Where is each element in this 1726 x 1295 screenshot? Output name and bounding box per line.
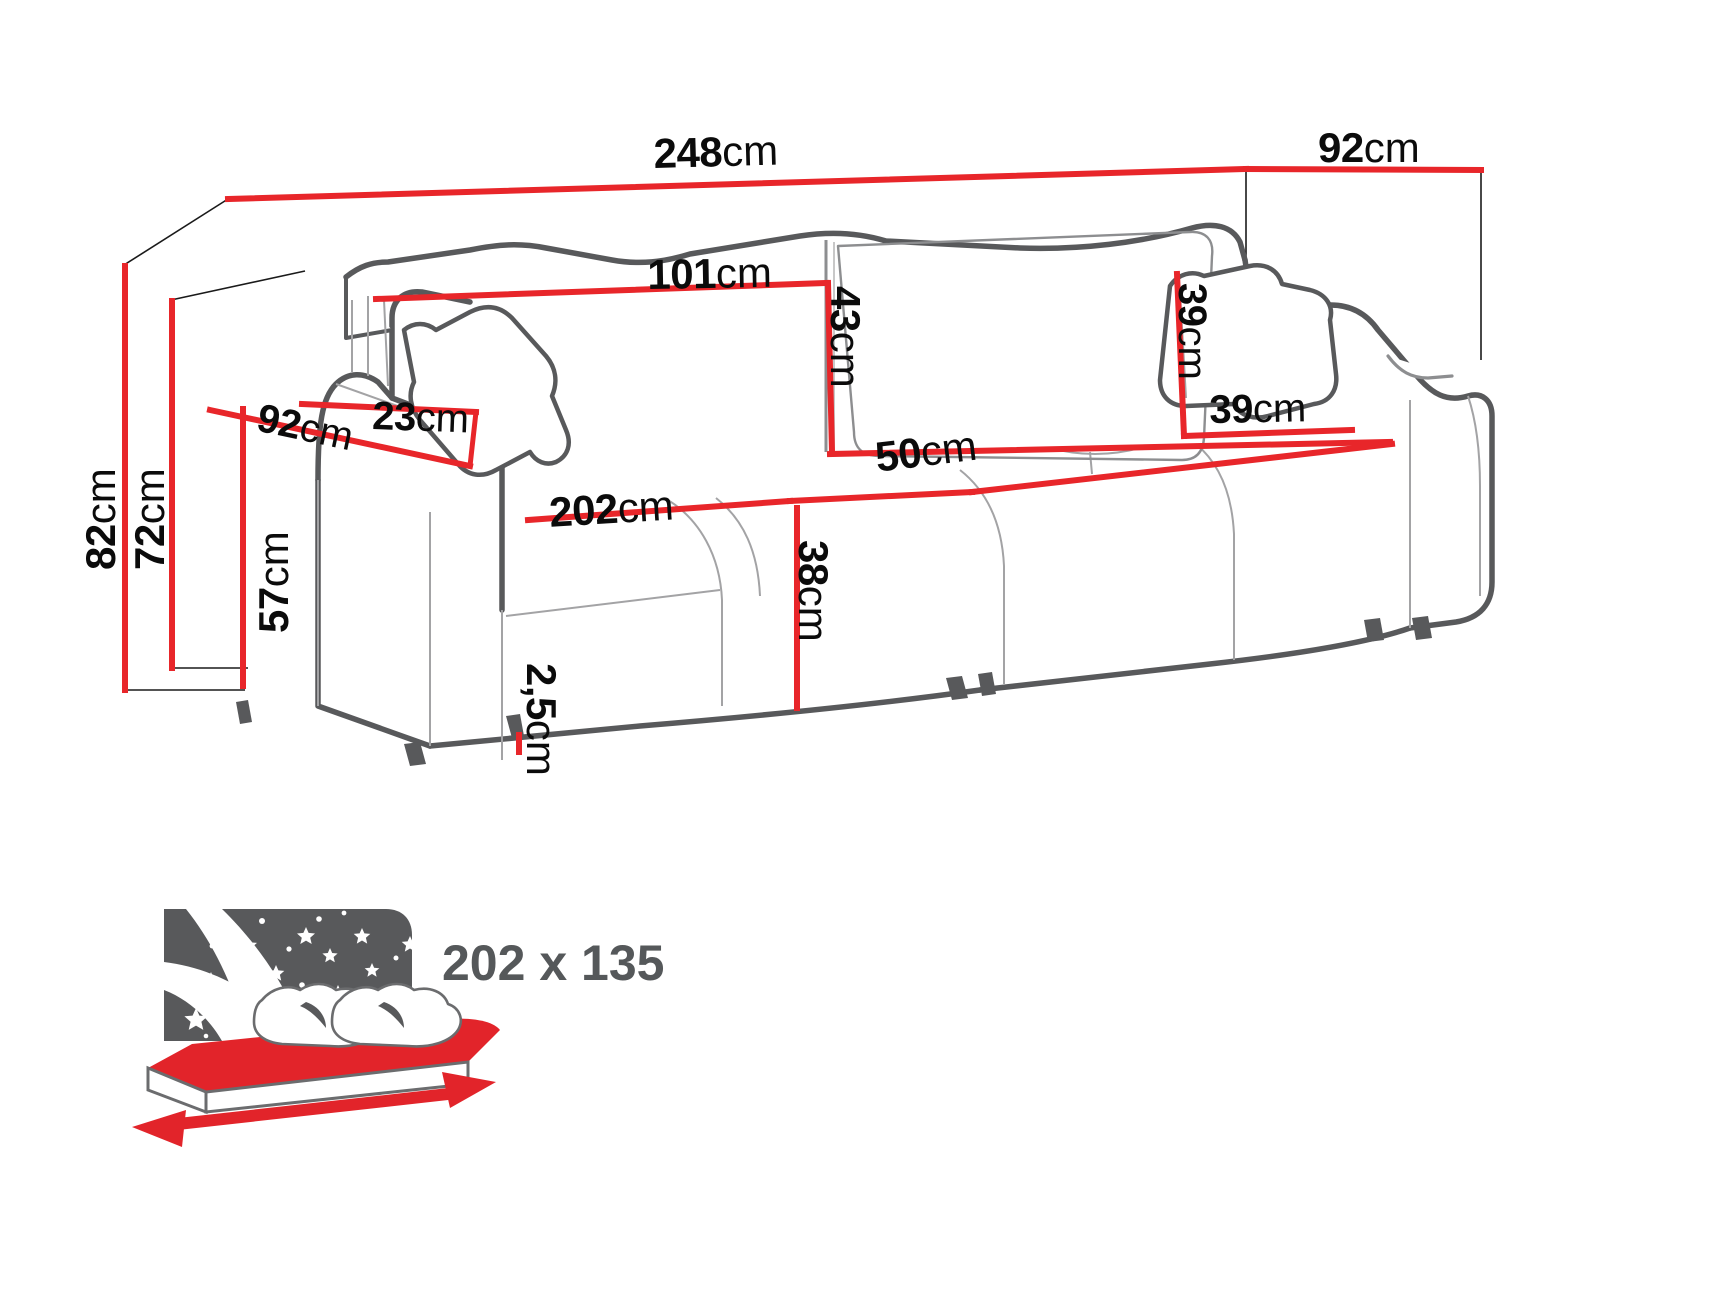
dimline-pillow-width xyxy=(1180,426,1356,440)
dimline-total-width xyxy=(224,165,1250,203)
label-pillow-width-value: 39 xyxy=(1208,387,1254,432)
label-total-width-unit: cm xyxy=(721,126,779,176)
dimline-armrest-width-tick xyxy=(467,409,479,469)
label-pillow-height-value: 39 xyxy=(1170,283,1214,327)
label-seat-width-unit: cm xyxy=(616,481,676,532)
label-total-height: 82cm xyxy=(77,468,124,570)
label-seat-height: 38cm xyxy=(790,540,837,642)
label-backrest-height: 43cm xyxy=(822,286,869,388)
leg-front-right xyxy=(946,676,968,700)
leg-right-b xyxy=(1412,616,1432,640)
label-total-height-unit: cm xyxy=(77,468,124,525)
label-armrest-width: 23cm xyxy=(371,394,470,442)
label-leg-height-unit: cm xyxy=(518,719,565,776)
label-total-depth-value: 92 xyxy=(1318,124,1364,171)
label-total-width: 248cm xyxy=(652,126,779,177)
bed-icon-pillows xyxy=(252,982,462,1048)
label-sleeping-area: 202 x 135 xyxy=(442,938,664,988)
dimline-seat-depth-top xyxy=(826,438,1394,458)
label-backrest-width-value: 101 xyxy=(646,249,717,298)
label-backrest-width: 101cm xyxy=(646,248,773,298)
label-backrest-height-value: 43 xyxy=(822,286,869,332)
label-seat-height-value: 38 xyxy=(790,540,837,586)
label-pillow-height: 39cm xyxy=(1170,283,1214,380)
dimline-seat-width-left xyxy=(524,497,794,524)
label-armrest-height-unit: cm xyxy=(250,531,297,588)
dimline-backrest-width xyxy=(372,279,830,303)
dimline-armrest-width xyxy=(298,400,480,416)
dimline-seat-depth xyxy=(968,440,1396,496)
back-cushion xyxy=(836,230,1214,462)
label-backrest-top-height-unit: cm xyxy=(126,468,173,525)
bed-icon-dimension-arrow xyxy=(132,1072,496,1147)
dimline-backrest-height xyxy=(824,279,836,456)
dimline-seat-width-mid xyxy=(786,488,976,505)
label-total-depth: 92cm xyxy=(1318,127,1420,169)
dimension-lines xyxy=(122,165,1485,755)
label-seat-width-value: 202 xyxy=(547,484,620,536)
dimline-total-depth xyxy=(1242,165,1485,174)
label-sleeping-area-value: 202 x 135 xyxy=(442,935,665,991)
label-leg-height-value: 2,5 xyxy=(518,663,565,720)
dimline-pillow-height xyxy=(1173,270,1188,440)
label-armrest-height-value: 57 xyxy=(250,587,297,633)
label-backrest-width-unit: cm xyxy=(715,248,773,297)
leg-back-left xyxy=(236,700,252,724)
leg-right-a xyxy=(1364,618,1384,642)
dimline-armrest-depth xyxy=(206,406,474,470)
bed-icon-pillow-creases xyxy=(300,1002,404,1028)
label-seat-width: 202cm xyxy=(547,481,676,536)
label-backrest-height-unit: cm xyxy=(822,331,869,388)
label-backrest-top-height: 72cm xyxy=(126,468,173,570)
label-pillow-width: 39cm xyxy=(1208,386,1307,432)
leg-front-right-2 xyxy=(978,672,996,696)
label-pillow-height-unit: cm xyxy=(1170,326,1214,380)
label-total-height-value: 82 xyxy=(77,524,124,570)
label-seat-depth-value: 50 xyxy=(872,428,924,481)
label-total-depth-unit: cm xyxy=(1363,124,1420,171)
label-total-width-value: 248 xyxy=(652,128,723,177)
label-backrest-top-height-value: 72 xyxy=(126,524,173,570)
label-leg-height: 2,5cm xyxy=(518,663,565,776)
label-armrest-width-unit: cm xyxy=(415,395,470,442)
label-pillow-width-unit: cm xyxy=(1252,386,1307,432)
bed-icon xyxy=(132,909,500,1147)
label-seat-height-unit: cm xyxy=(790,585,837,642)
leg-front-left xyxy=(404,742,426,766)
label-seat-depth-unit: cm xyxy=(918,421,980,476)
label-armrest-width-value: 23 xyxy=(371,394,417,440)
label-armrest-height: 57cm xyxy=(250,531,297,633)
